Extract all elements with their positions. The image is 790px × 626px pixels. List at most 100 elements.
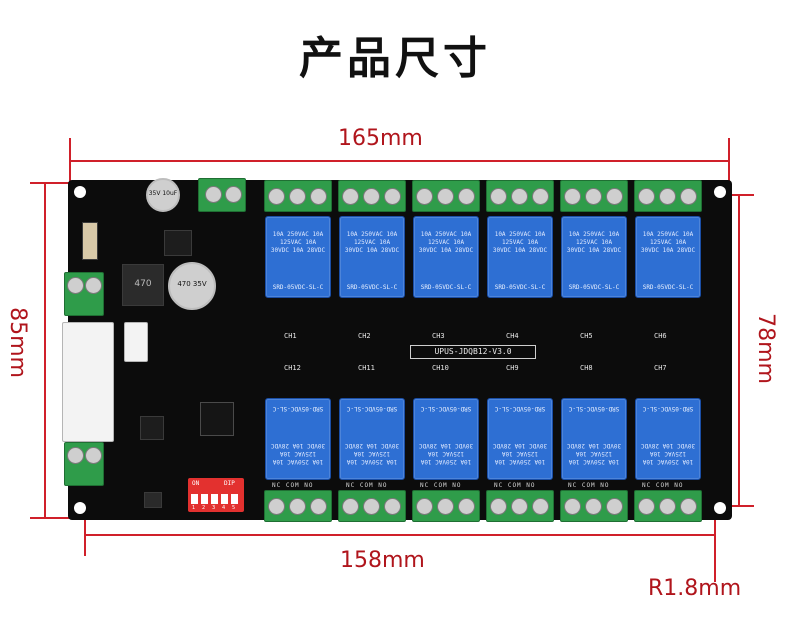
- screw: [458, 498, 475, 515]
- microcontroller-chip: [200, 402, 234, 436]
- relay-terminal-bottom-1: [264, 490, 332, 522]
- relay-model-text: SRD-05VDC-SL-C: [272, 284, 324, 291]
- relay-terminal-bottom-6: [634, 490, 702, 522]
- cap-small-label: 35V 10uF: [148, 190, 178, 197]
- relay-model-text: SRD-05VDC-SL-C: [272, 405, 324, 412]
- relay-terminal-top-6: [634, 180, 702, 212]
- dip-number-5: 5: [232, 505, 236, 511]
- channel-label-bottom-6: CH7: [654, 364, 667, 372]
- relay-terminal-top-4: [486, 180, 554, 212]
- relay-top-1: 10A 250VAC 10A 125VAC 10A 30VDC 10A 28VD…: [265, 216, 331, 298]
- screw: [416, 498, 433, 515]
- screw: [680, 188, 697, 205]
- dip-switch-3: [211, 494, 218, 504]
- terminal-label: NC COM NO: [272, 482, 314, 489]
- connector-white-large: [62, 322, 114, 442]
- screw: [384, 498, 401, 515]
- screw: [310, 498, 327, 515]
- channel-label-top-2: CH2: [358, 332, 371, 340]
- power-terminal-top: [198, 178, 246, 212]
- connector-white-4pin: [124, 322, 148, 362]
- dim-top-tick-left: [69, 138, 71, 182]
- dip-switch: ON DIP 1 2 3 4 5: [188, 478, 244, 512]
- dim-top-label: 165mm: [338, 126, 423, 151]
- channel-label-bottom-3: CH10: [432, 364, 449, 372]
- relay-rating-text: 10A 250VAC 10A 125VAC 10A 30VDC 10A 28VD…: [270, 231, 326, 254]
- screw: [458, 188, 475, 205]
- channel-label-bottom-1: CH12: [284, 364, 301, 372]
- inductor-label: 470: [134, 279, 152, 289]
- relay-rating-text: 10A 250VAC 10A 125VAC 10A 30VDC 10A 28VD…: [344, 442, 400, 465]
- screw: [490, 188, 507, 205]
- dim-radius-label: R1.8mm: [648, 576, 742, 601]
- dim-left-label: 85mm: [4, 307, 30, 378]
- relay-terminal-bottom-5: [560, 490, 628, 522]
- electrolytic-capacitor-large: 470 35V: [168, 262, 216, 310]
- dip-switch-2: [201, 494, 208, 504]
- dip-number-3: 3: [212, 505, 216, 511]
- relay-top-3: 10A 250VAC 10A 125VAC 10A 30VDC 10A 28VD…: [413, 216, 479, 298]
- terminal-label: NC COM NO: [420, 482, 462, 489]
- channel-label-top-1: CH1: [284, 332, 297, 340]
- relay-rating-text: 10A 250VAC 10A 125VAC 10A 30VDC 10A 28VD…: [640, 442, 696, 465]
- relay-bottom-4: 10A 250VAC 10A 125VAC 10A 30VDC 10A 28VD…: [487, 398, 553, 480]
- channel-label-bottom-2: CH11: [358, 364, 375, 372]
- relay-bottom-5: 10A 250VAC 10A 125VAC 10A 30VDC 10A 28VD…: [561, 398, 627, 480]
- relay-rating-text: 10A 250VAC 10A 125VAC 10A 30VDC 10A 28VD…: [640, 231, 696, 254]
- dim-left-line: [44, 182, 46, 518]
- dim-right-tick-top: [718, 194, 754, 196]
- channel-label-top-5: CH5: [580, 332, 593, 340]
- channel-label-bottom-4: CH9: [506, 364, 519, 372]
- inductor: 470: [122, 264, 164, 306]
- screw: [532, 498, 549, 515]
- screw: [606, 188, 623, 205]
- screw: [342, 188, 359, 205]
- relay-model-text: SRD-05VDC-SL-C: [642, 405, 694, 412]
- screw: [67, 447, 84, 464]
- screw: [363, 188, 380, 205]
- channel-label-top-6: CH6: [654, 332, 667, 340]
- dim-left-tick-top: [30, 182, 72, 184]
- screw: [638, 498, 655, 515]
- relay-top-2: 10A 250VAC 10A 125VAC 10A 30VDC 10A 28VD…: [339, 216, 405, 298]
- relay-rating-text: 10A 250VAC 10A 125VAC 10A 30VDC 10A 28VD…: [566, 231, 622, 254]
- screw: [659, 188, 676, 205]
- screw: [67, 277, 84, 294]
- relay-top-5: 10A 250VAC 10A 125VAC 10A 30VDC 10A 28VD…: [561, 216, 627, 298]
- relay-rating-text: 10A 250VAC 10A 125VAC 10A 30VDC 10A 28VD…: [492, 231, 548, 254]
- screw: [564, 188, 581, 205]
- dip-switch-1: [191, 494, 198, 504]
- dim-right-line: [738, 194, 740, 506]
- relay-bottom-3: 10A 250VAC 10A 125VAC 10A 30VDC 10A 28VD…: [413, 398, 479, 480]
- relay-rating-text: 10A 250VAC 10A 125VAC 10A 30VDC 10A 28VD…: [492, 442, 548, 465]
- screw: [384, 188, 401, 205]
- dip-number-2: 2: [202, 505, 206, 511]
- reset-button: [144, 492, 162, 508]
- relay-terminal-bottom-3: [412, 490, 480, 522]
- screw: [342, 498, 359, 515]
- screw: [225, 186, 242, 203]
- screw: [532, 188, 549, 205]
- screw: [564, 498, 581, 515]
- screw: [416, 188, 433, 205]
- screw: [268, 188, 285, 205]
- relay-model-text: SRD-05VDC-SL-C: [494, 405, 546, 412]
- relay-board: 35V 10uF 470 470 35V ON DIP 1 2 3 4 5 UP…: [62, 178, 732, 522]
- screw: [585, 188, 602, 205]
- dip-switch-5: [231, 494, 238, 504]
- screw: [680, 498, 697, 515]
- dim-bottom-tick-right: [714, 510, 716, 582]
- relay-top-4: 10A 250VAC 10A 125VAC 10A 30VDC 10A 28VD…: [487, 216, 553, 298]
- screw: [205, 186, 222, 203]
- input-terminal-top: [64, 272, 104, 316]
- screw: [268, 498, 285, 515]
- terminal-label: NC COM NO: [346, 482, 388, 489]
- voltage-regulator: [164, 230, 192, 256]
- channel-label-bottom-5: CH8: [580, 364, 593, 372]
- relay-terminal-top-5: [560, 180, 628, 212]
- relay-rating-text: 10A 250VAC 10A 125VAC 10A 30VDC 10A 28VD…: [566, 442, 622, 465]
- board-version-label: UPUS-JDQB12-V3.0: [410, 345, 536, 359]
- relay-top-6: 10A 250VAC 10A 125VAC 10A 30VDC 10A 28VD…: [635, 216, 701, 298]
- screw: [289, 498, 306, 515]
- relay-rating-text: 10A 250VAC 10A 125VAC 10A 30VDC 10A 28VD…: [418, 231, 474, 254]
